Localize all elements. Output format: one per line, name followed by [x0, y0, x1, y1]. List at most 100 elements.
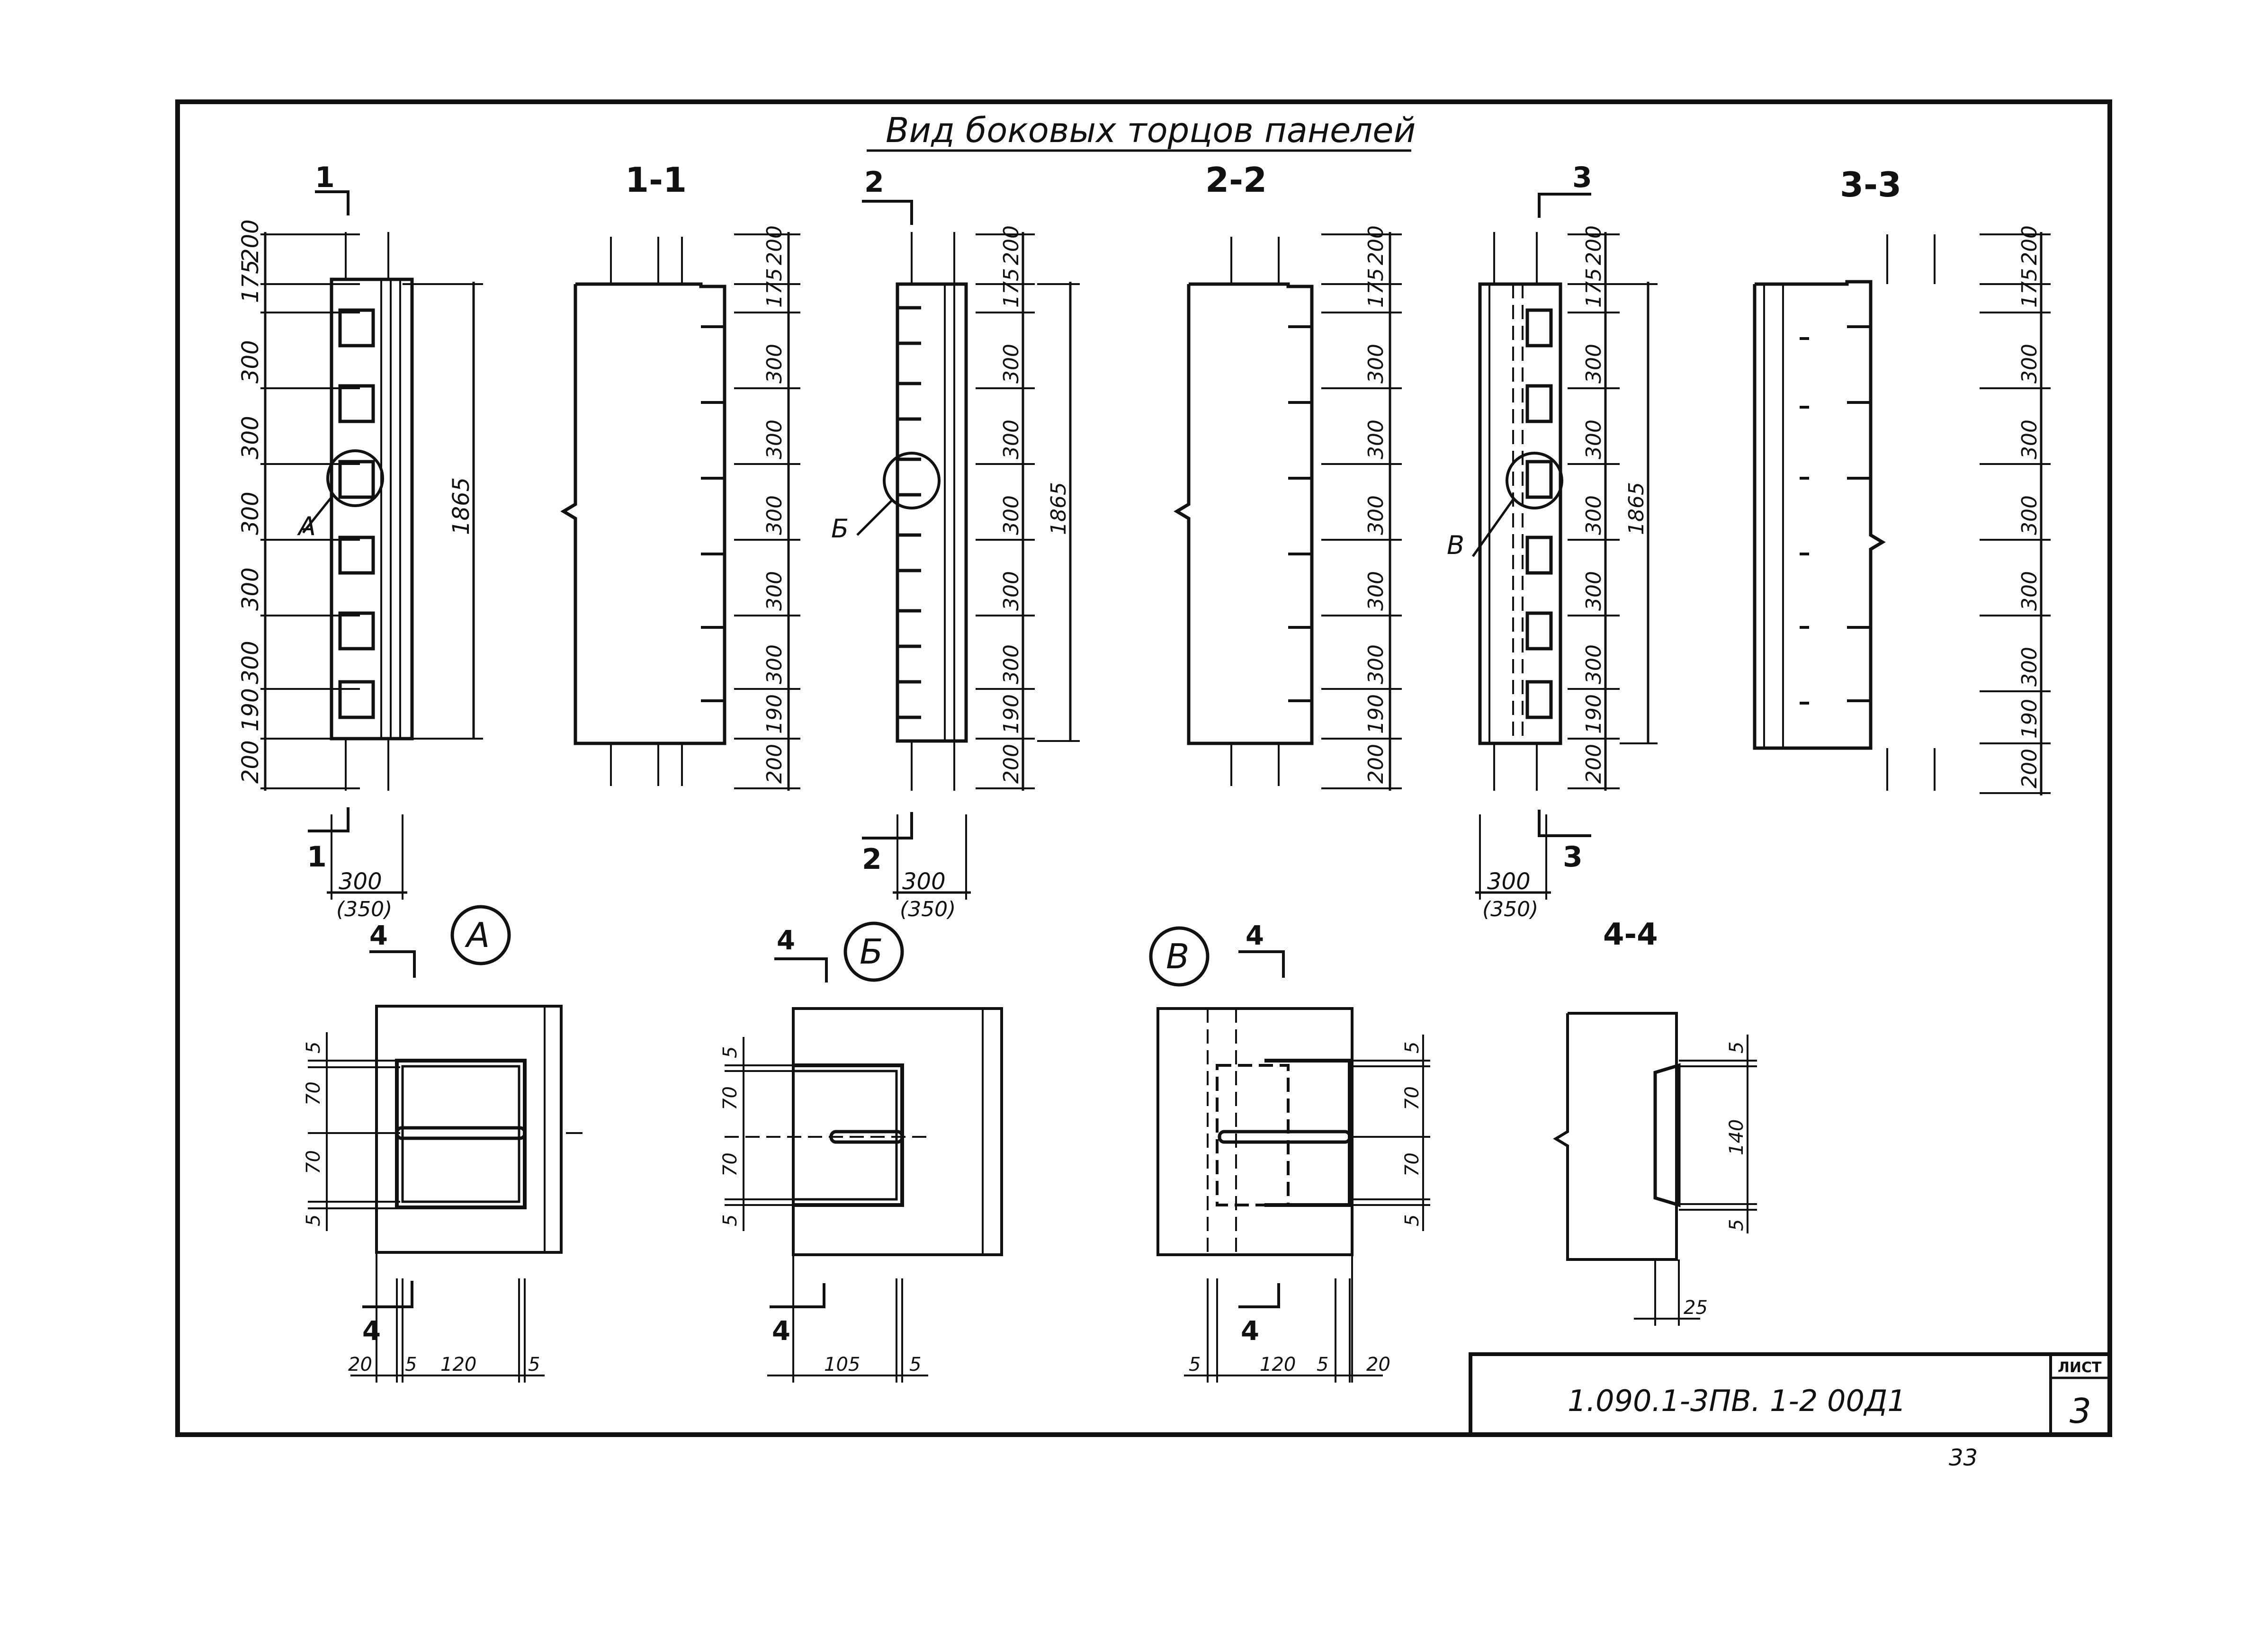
detail-label-b: Б — [860, 932, 883, 972]
sheet-frame — [175, 99, 2112, 1437]
section-cut-mark — [362, 1281, 413, 1308]
dim-200: 200 — [2017, 225, 2042, 265]
dim-5: 5 — [1189, 1354, 1201, 1375]
dim-300: 300 — [999, 644, 1023, 684]
dim-300: 300 — [2017, 344, 2042, 384]
dim-25: 25 — [1684, 1297, 1708, 1319]
dim-200: 200 — [999, 225, 1023, 265]
section-outline — [1753, 280, 1886, 750]
dim-200: 200 — [762, 225, 787, 265]
panel-body — [896, 282, 968, 743]
dim-190: 190 — [762, 694, 787, 734]
detail-circle-b — [883, 452, 941, 509]
section-4-4: 4-4 5 140 5 25 — [1553, 917, 1757, 1326]
dim-300: 300 — [1364, 571, 1388, 611]
dim-190: 190 — [1364, 694, 1388, 734]
section-cut-mark — [369, 950, 416, 978]
section-2-2: 2-2 200 175 300 300 300 300 300 190 — [1174, 160, 1402, 791]
dim-5: 5 — [1317, 1354, 1328, 1375]
dim-300: 300 — [237, 340, 264, 384]
dim-175: 175 — [762, 268, 787, 308]
section-cut-mark — [770, 1283, 825, 1308]
dim-width: 300 — [339, 868, 382, 895]
dim-width-alt: (350) — [1482, 897, 1538, 921]
section-title-3-3: 3-3 — [1840, 165, 1901, 205]
dim-5: 5 — [303, 1042, 324, 1054]
detail-b: Б 4 5 70 70 5 105 5 4 — [719, 921, 1003, 1383]
detail-callout-v — [1149, 926, 1210, 987]
section-cut-mark — [1538, 810, 1591, 837]
cut-mark-4: 4 — [777, 925, 795, 956]
window-frame-dashed — [1216, 1064, 1290, 1206]
page-number: 33 — [1949, 1445, 1978, 1471]
dim-200: 200 — [1364, 744, 1388, 784]
dim-300: 300 — [999, 420, 1023, 459]
dim-300: 300 — [237, 641, 264, 684]
section-outline — [1174, 282, 1314, 745]
dim-300: 300 — [2017, 647, 2042, 687]
window-opening — [1525, 384, 1553, 423]
window-opening — [896, 306, 921, 345]
cut-mark-4: 4 — [369, 920, 388, 951]
dim-70: 70 — [1401, 1086, 1423, 1110]
cut-mark-4: 4 — [1241, 1316, 1259, 1347]
dim-175: 175 — [237, 259, 264, 303]
sheet-label: ЛИСТ — [2058, 1359, 2102, 1376]
dim-5: 5 — [719, 1214, 741, 1226]
dim-300: 300 — [762, 420, 787, 459]
dim-300: 300 — [1364, 644, 1388, 684]
window-openings — [896, 306, 921, 719]
window-opening — [338, 611, 375, 651]
section-3-3: 3-3 200 175 300 300 300 — [1753, 165, 2051, 795]
title-block: 1.090.1-3ПВ. 1-2 00Д1 ЛИСТ 3 — [1469, 1352, 2112, 1437]
dim-140: 140 — [1726, 1119, 1748, 1155]
detail-panel — [792, 1007, 1003, 1256]
dim-200: 200 — [1582, 225, 1606, 265]
cut-mark-2: 2 — [862, 843, 882, 876]
dim-120: 120 — [440, 1354, 476, 1375]
dim-300: 300 — [1582, 644, 1606, 684]
window-opening — [338, 460, 375, 499]
cut-mark-3: 3 — [1563, 840, 1583, 874]
window-opening — [338, 384, 375, 423]
dim-300: 300 — [999, 344, 1023, 384]
panel-view-3: В 200 175 300 300 300 300 300 190 200 18… — [1447, 161, 1658, 921]
dim-175: 175 — [2017, 268, 2042, 308]
rib-marks — [701, 325, 725, 702]
dim-200: 200 — [762, 744, 787, 784]
dim-5: 5 — [528, 1354, 540, 1375]
cut-mark-3: 3 — [1572, 161, 1592, 194]
dim-70: 70 — [1401, 1152, 1423, 1177]
cut-mark-4: 4 — [772, 1316, 790, 1347]
window-opening — [338, 308, 375, 348]
window-opening — [896, 680, 921, 719]
cut-mark-1: 1 — [315, 161, 335, 194]
dim-105: 105 — [824, 1354, 860, 1375]
panel-view-1: А 200 175 300 300 300 300 300 190 200 18… — [237, 161, 483, 921]
panel-view-2: Б 200 175 300 300 300 300 300 190 200 18… — [831, 166, 1080, 921]
section-cut-mark — [1238, 1283, 1280, 1308]
section-cut-mark — [315, 190, 350, 215]
dim-5: 5 — [1726, 1042, 1748, 1054]
panel-body — [330, 277, 414, 741]
window-opening — [1525, 680, 1553, 719]
dim-300: 300 — [999, 495, 1023, 535]
dim-5: 5 — [1726, 1219, 1748, 1231]
dim-300: 300 — [237, 567, 264, 611]
document-code: 1.090.1-3ПВ. 1-2 00Д1 — [1568, 1384, 1906, 1418]
dim-300: 300 — [762, 495, 787, 535]
window-frame — [793, 1063, 904, 1207]
section-cut-mark — [308, 807, 350, 832]
dim-300: 300 — [1582, 495, 1606, 535]
window-openings — [1525, 308, 1553, 719]
dim-300: 300 — [1582, 571, 1606, 611]
window-opening — [338, 680, 375, 719]
detail-a: А 4 5 70 70 5 20 5 120 5 — [303, 905, 583, 1383]
detail-label-v: В — [1166, 937, 1189, 976]
dim-300: 300 — [999, 571, 1023, 611]
window-opening — [338, 536, 375, 575]
dim-300: 300 — [1364, 344, 1388, 384]
dim-300: 300 — [762, 644, 787, 684]
detail-label-a: А — [465, 915, 490, 955]
